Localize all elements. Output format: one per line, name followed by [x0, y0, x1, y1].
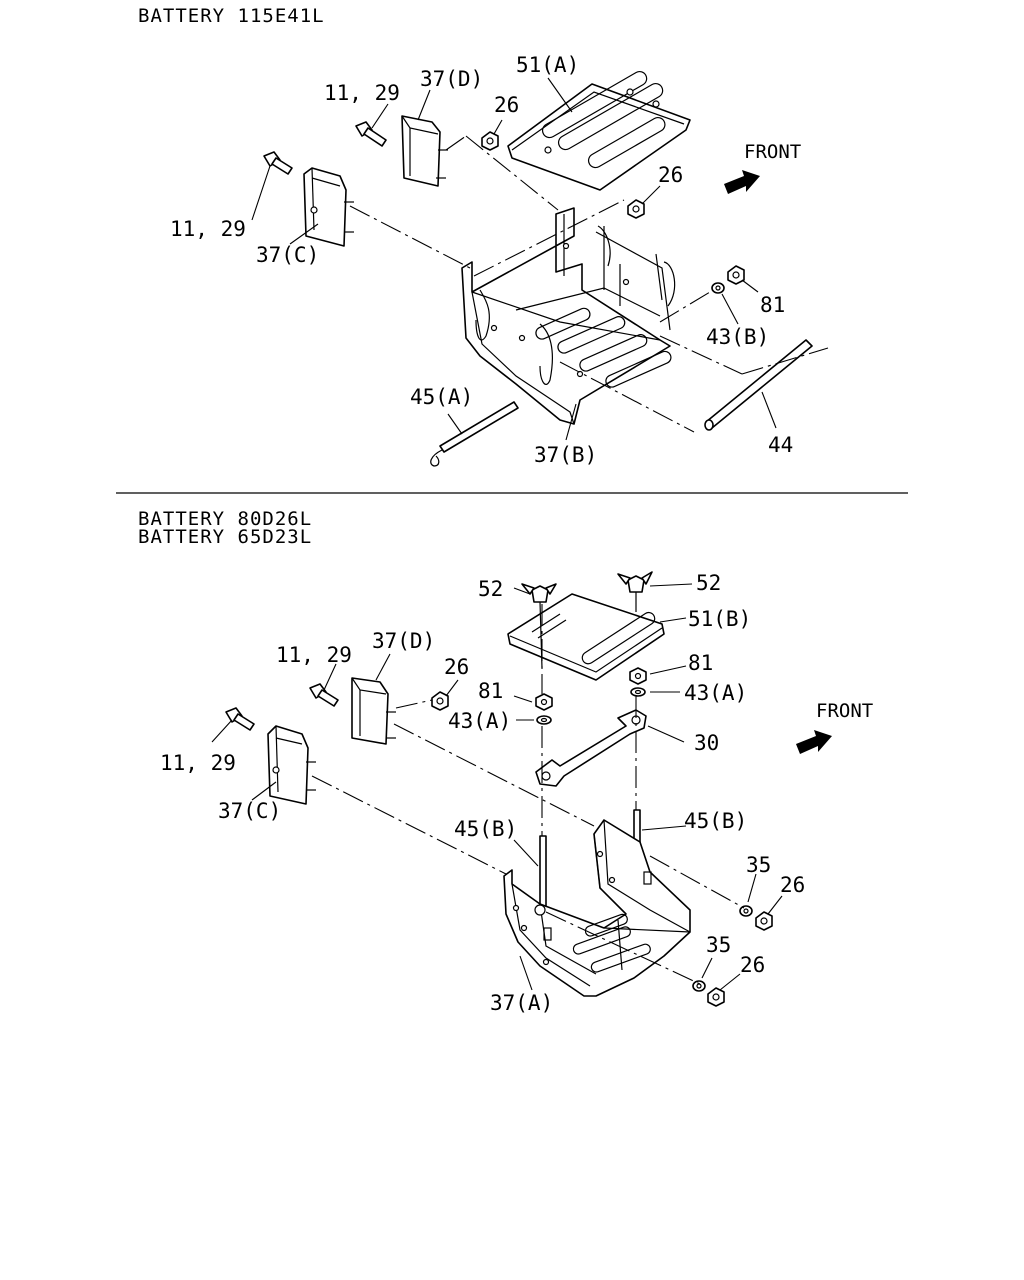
washer-43a-left [536, 715, 552, 725]
front-label-1: FRONT [744, 141, 801, 163]
label-washer-43a-right: 43(A) [684, 681, 747, 705]
label-rod-45b-right: 45(B) [684, 809, 747, 833]
label-washer-43a-left: 43(A) [448, 709, 511, 733]
label-bracket-37d: 37(D) [420, 67, 483, 91]
label-bolt-left-2: 11, 29 [160, 751, 236, 775]
label-bracket-37c-2: 37(C) [218, 799, 281, 823]
front-arrow-1: FRONT [724, 141, 801, 194]
battery-cover-51b [507, 593, 665, 681]
nut-26-lower-2 [707, 987, 725, 1007]
clamp-30 [535, 709, 647, 787]
nut-26-left [481, 131, 499, 151]
rod-44 [704, 339, 813, 431]
leaders-1 [251, 77, 777, 441]
label-washer-43b: 43(B) [706, 325, 769, 349]
bolt-left [263, 151, 293, 175]
bracket-37c-2 [267, 725, 316, 805]
bracket-37c [303, 167, 354, 247]
label-bolt-upper: 11, 29 [324, 81, 400, 105]
bracket-37d-2 [351, 677, 396, 745]
battery-tray-37b [461, 207, 676, 425]
label-bracket-37d-2: 37(D) [372, 629, 435, 653]
label-hook-rod-45a: 45(A) [410, 385, 473, 409]
label-rod-45b-left: 45(B) [454, 817, 517, 841]
bolt-upper [355, 121, 387, 147]
label-nut-26-right: 26 [658, 163, 683, 187]
label-nut-26-lower-2: 26 [740, 953, 765, 977]
label-cover-51a: 51(A) [516, 53, 579, 77]
label-wingnut-52-left: 52 [478, 577, 503, 601]
label-tray-37b: 37(B) [534, 443, 597, 467]
battery-tray-37a [503, 819, 691, 997]
battery-cover-51a [507, 70, 691, 191]
wingnut-52-right [617, 571, 653, 612]
label-bolt-left: 11, 29 [170, 217, 246, 241]
nut-81 [727, 265, 745, 285]
label-nut-26-top-2: 26 [444, 655, 469, 679]
bolt-upper-2 [309, 683, 339, 707]
label-nut-26-upper-2: 26 [780, 873, 805, 897]
nut-26-right [627, 199, 645, 219]
label-nut-81-left: 81 [478, 679, 503, 703]
washer-43a-right [630, 687, 646, 697]
bracket-37d [401, 115, 448, 187]
wingnut-52-left [521, 583, 557, 669]
leaders-2 [211, 583, 783, 991]
washer-43b [711, 282, 725, 294]
nut-81-left [535, 693, 553, 711]
label-bolt-upper-2: 11, 29 [276, 643, 352, 667]
section2-header-line2: BATTERY 65D23L [138, 526, 312, 548]
nut-26-top-2 [431, 691, 449, 711]
washer-35-lower [692, 980, 706, 992]
nut-26-upper-2 [755, 911, 773, 931]
label-bracket-37c: 37(C) [256, 243, 319, 267]
assembly-centerlines-2 [311, 604, 745, 985]
label-tray-37a: 37(A) [490, 991, 553, 1015]
label-wingnut-52-right: 52 [696, 571, 721, 595]
label-cover-51b: 51(B) [688, 607, 751, 631]
label-rod-44: 44 [768, 433, 793, 457]
section2-header-line1: BATTERY 80D26L [138, 508, 312, 530]
assembly-centerlines-1 [349, 135, 829, 433]
hook-rod-45a [430, 401, 519, 467]
label-clamp-30: 30 [694, 731, 719, 755]
front-arrow-2: FRONT [796, 700, 873, 754]
label-washer-35-upper: 35 [746, 853, 771, 877]
label-nut-81: 81 [760, 293, 785, 317]
label-washer-35-lower: 35 [706, 933, 731, 957]
bolt-left-2 [225, 707, 255, 731]
washer-35-upper [739, 905, 753, 917]
label-nut-81-right: 81 [688, 651, 713, 675]
front-label-2: FRONT [816, 700, 873, 722]
section1-header: BATTERY 115E41L [138, 5, 325, 27]
label-nut-26-left: 26 [494, 93, 519, 117]
nut-81-right [629, 667, 647, 685]
